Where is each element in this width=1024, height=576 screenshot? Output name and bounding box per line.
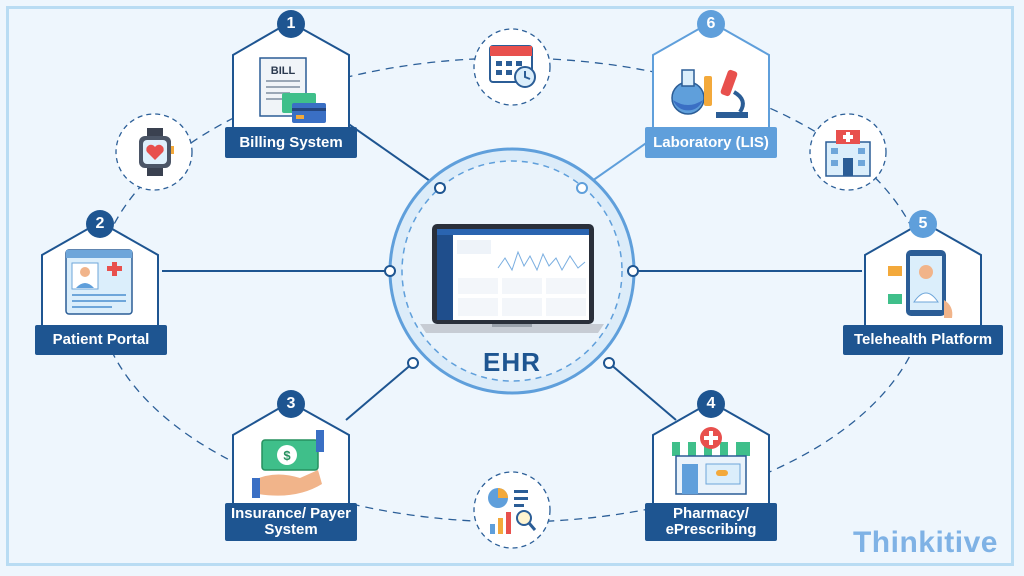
- label-telehealth: Telehealth Platform: [843, 325, 1003, 355]
- telehealth-doctor-icon: [888, 250, 953, 318]
- ehr-hub: [388, 147, 636, 395]
- badge-billing: 1: [277, 10, 305, 38]
- badge-pharmacy: 4: [697, 390, 725, 418]
- money-hand-icon: $: [252, 430, 324, 498]
- connectors: [162, 117, 862, 421]
- label-billing: Billing System: [225, 127, 357, 158]
- label-pharmacy: Pharmacy/ ePrescribing: [645, 503, 777, 541]
- lab-flask-microscope-icon: [671, 69, 748, 118]
- smartwatch-heart-icon: [139, 128, 174, 176]
- brand-logo: Thinkitive: [853, 526, 998, 560]
- pharmacy-store-icon: [672, 427, 750, 495]
- laptop-icon: [420, 224, 604, 333]
- label-insurance: Insurance/ Payer System: [225, 503, 357, 541]
- hospital-building-icon: [825, 130, 871, 177]
- badge-patient-portal: 2: [86, 210, 114, 238]
- svg-text:$: $: [283, 448, 291, 463]
- connector-dots: [384, 182, 639, 369]
- brand-name: Thinkitive: [852, 526, 998, 559]
- badge-insurance: 3: [277, 390, 305, 418]
- ehr-title: EHR: [483, 347, 541, 377]
- bill-text: BILL: [271, 65, 296, 77]
- badge-telehealth: 5: [909, 210, 937, 238]
- badge-laboratory: 6: [697, 10, 725, 38]
- label-patient-portal: Patient Portal: [35, 325, 167, 355]
- analytics-chart-icon: [488, 488, 537, 534]
- connector-pharmacy: [608, 362, 677, 421]
- connector-insurance: [345, 362, 414, 421]
- bill-document-icon: BILL: [259, 57, 326, 123]
- calendar-clock-icon: [489, 45, 536, 88]
- label-laboratory: Laboratory (LIS): [645, 127, 777, 158]
- patient-profile-icon: [65, 249, 133, 315]
